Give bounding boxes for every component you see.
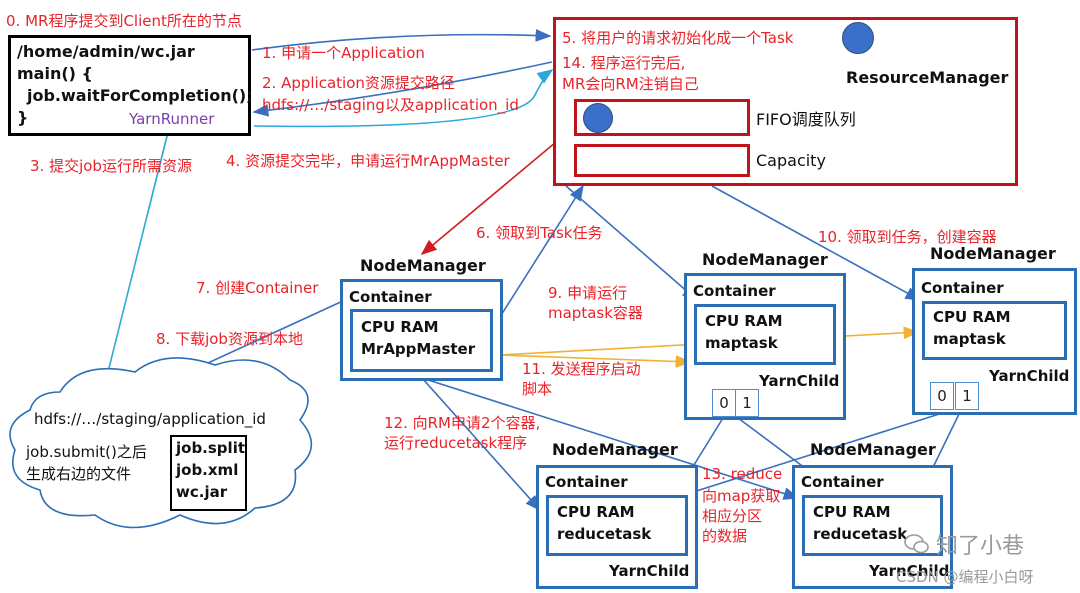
node-manager-1-box: Container CPU RAM MrAppMaster (340, 279, 503, 381)
node-manager-4-inner-box: CPU RAM reducetask (546, 495, 688, 556)
node-manager-2-box: Container CPU RAM maptask YarnChild 0 1 (684, 273, 846, 420)
node-manager-1-container-label: Container (349, 288, 432, 306)
node-manager-2-inner-box: CPU RAM maptask (694, 304, 836, 365)
step-2-label-line2: hdfs://…/staging以及application_id (262, 96, 519, 114)
arrow-2 (252, 61, 553, 117)
node-manager-4-cpu-ram: CPU RAM (557, 503, 635, 521)
fifo-queue-box (574, 99, 750, 136)
node-manager-4-yarnchild: YarnChild (609, 562, 690, 580)
job-files-box: job.split job.xml wc.jar (170, 435, 247, 511)
capacity-queue-box (574, 144, 750, 177)
step-1-label: 1. 申请一个Application (262, 44, 425, 62)
node-manager-3-container-label: Container (921, 279, 1004, 297)
step-8-label: 8. 下载job资源到本地 (156, 330, 303, 348)
arrow-11b (499, 354, 692, 368)
node-manager-3-task: maptask (933, 330, 1006, 348)
node-manager-2-partition-1: 1 (735, 389, 759, 417)
arrow-4 (253, 69, 554, 128)
node-manager-1-cpu-ram: CPU RAM (361, 318, 439, 336)
node-manager-3-box: Container CPU RAM maptask YarnChild 0 1 (912, 268, 1077, 415)
arrow-6 (497, 184, 584, 321)
capacity-queue-label: Capacity (756, 151, 826, 170)
node-manager-5-container-label: Container (801, 473, 884, 491)
node-manager-2-title: NodeManager (702, 250, 828, 269)
rm-node-circle (842, 22, 874, 54)
step-13-label-line3: 相应分区 (702, 507, 763, 525)
step-5-label: 5. 将用户的请求初始化成一个Task (562, 29, 794, 47)
node-manager-3-yarnchild: YarnChild (989, 367, 1070, 385)
node-manager-2-cpu-ram: CPU RAM (705, 312, 783, 330)
step-14-label-line2: MR会向RM注销自己 (562, 75, 699, 93)
client-main: main() { (17, 64, 93, 83)
job-file-split: job.split (176, 439, 246, 457)
step-0-label: 0. MR程序提交到Client所在的节点 (6, 12, 242, 30)
step-4-label: 4. 资源提交完毕，申请运行MrAppMaster (226, 152, 510, 170)
watermark-brand: 知了小巷 (936, 534, 1025, 559)
step-3-label: 3. 提交job运行所需资源 (30, 157, 192, 175)
fifo-queue-label: FIFO调度队列 (756, 110, 856, 129)
node-manager-2-partition-0: 0 (712, 389, 736, 417)
step-10-label: 10. 领取到任务，创建容器 (818, 228, 997, 246)
step-13-label-line2: 向map获取 (702, 487, 781, 505)
arrow-3 (101, 131, 169, 390)
fifo-task-circle (583, 103, 613, 133)
step-12-label-line2: 运行reducetask程序 (384, 434, 528, 452)
arrow-9 (565, 185, 699, 302)
job-file-xml: job.xml (176, 461, 239, 479)
step-6-label: 6. 领取到Task任务 (476, 224, 603, 242)
node-manager-5-title: NodeManager (810, 440, 936, 459)
node-manager-2-task: maptask (705, 334, 778, 352)
node-manager-2-container-label: Container (693, 282, 776, 300)
client-wait: job.waitForCompletion(); (27, 86, 253, 105)
step-2-label-line1: 2. Application资源提交路径 (262, 74, 455, 92)
node-manager-4-task: reducetask (557, 525, 652, 543)
client-close-brace: } (17, 108, 29, 127)
node-manager-5-cpu-ram: CPU RAM (813, 503, 891, 521)
arrow-10 (711, 185, 922, 301)
arrow-12a (421, 377, 542, 512)
node-manager-3-partition-1: 1 (955, 382, 979, 410)
step-9-label-line1: 9. 申请运行 (548, 284, 628, 302)
arrow-13b (666, 409, 953, 502)
step-13-label-line1: 13. reduce (702, 465, 783, 483)
node-manager-5-box: Container CPU RAM reducetask YarnChild (792, 465, 953, 589)
wechat-icon (904, 534, 930, 554)
node-manager-5-task: reducetask (813, 525, 908, 543)
node-manager-3-inner-box: CPU RAM maptask (922, 301, 1067, 360)
resource-manager-box: 5. 将用户的请求初始化成一个Task 14. 程序运行完后, MR会向RM注销… (553, 17, 1018, 186)
job-file-jar: wc.jar (176, 483, 228, 501)
hdfs-path: hdfs://…/staging/application_id (34, 410, 266, 428)
node-manager-2-yarnchild: YarnChild (759, 372, 840, 390)
node-manager-5-yarnchild: YarnChild (869, 562, 950, 580)
node-manager-4-title: NodeManager (552, 440, 678, 459)
node-manager-3-cpu-ram: CPU RAM (933, 308, 1011, 326)
step-14-label-line1: 14. 程序运行完后, (562, 54, 686, 72)
node-manager-1-task: MrAppMaster (361, 340, 476, 358)
node-manager-3-title: NodeManager (930, 244, 1056, 263)
client-jar-path: /home/admin/wc.jar (17, 42, 195, 61)
arrow-1 (251, 29, 552, 51)
step-11-label-line2: 脚本 (522, 380, 553, 398)
step-7-label: 7. 创建Container (196, 279, 319, 297)
node-manager-1-title: NodeManager (360, 256, 486, 275)
hdfs-note-line2: 生成右边的文件 (26, 465, 132, 483)
watermark-credit: CSDN @编程小白呀 (896, 568, 1034, 586)
step-9-label-line2: maptask容器 (548, 304, 643, 322)
resource-manager-title: ResourceManager (846, 68, 1009, 87)
hdfs-note-line1: job.submit()之后 (26, 443, 147, 461)
step-12-label-line1: 12. 向RM申请2个容器, (384, 414, 541, 432)
node-manager-4-container-label: Container (545, 473, 628, 491)
node-manager-1-inner-box: CPU RAM MrAppMaster (350, 309, 493, 372)
client-box: /home/admin/wc.jar main() { job.waitForC… (8, 35, 253, 136)
yarn-runner-label: YarnRunner (129, 110, 215, 128)
node-manager-3-partition-0: 0 (930, 382, 954, 410)
step-13-label-line4: 的数据 (702, 527, 748, 545)
arrow-rm-to-nm (420, 131, 569, 256)
node-manager-4-box: Container CPU RAM reducetask YarnChild (536, 465, 698, 589)
step-11-label-line1: 11. 发送程序启动 (522, 360, 641, 378)
